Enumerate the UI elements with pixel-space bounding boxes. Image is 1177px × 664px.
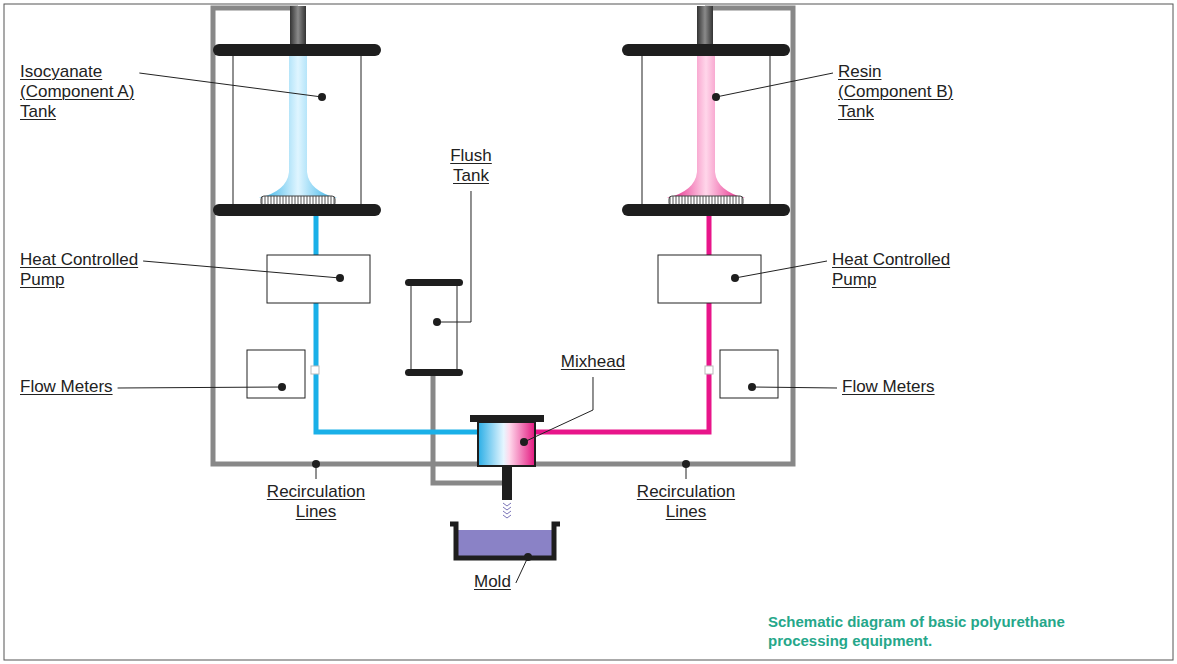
tank-pipe bbox=[697, 6, 713, 46]
part-label: Flush Tank bbox=[440, 146, 502, 186]
part-label: Heat Controlled Pump bbox=[832, 250, 972, 290]
resin-line bbox=[535, 215, 709, 432]
leader-dot bbox=[524, 553, 532, 561]
tank-body bbox=[233, 55, 361, 205]
leader-dot bbox=[336, 274, 344, 282]
leader-line bbox=[118, 387, 282, 388]
part-label: Resin (Component B) Tank bbox=[838, 62, 960, 122]
mixhead-cap bbox=[470, 415, 544, 422]
leader-line bbox=[716, 73, 833, 97]
leader-line bbox=[516, 557, 528, 583]
mold-fill bbox=[458, 530, 552, 556]
part-label: Mold bbox=[474, 572, 534, 592]
tank-pipe bbox=[290, 6, 306, 46]
recirculation-line bbox=[535, 8, 793, 464]
tank-plate bbox=[213, 44, 381, 56]
mixhead-body bbox=[478, 422, 535, 466]
flow-meter-box bbox=[720, 350, 778, 398]
tank-body bbox=[642, 55, 770, 205]
flow-meter-box bbox=[247, 350, 305, 398]
tank-plate bbox=[405, 279, 463, 286]
page-frame bbox=[4, 4, 1173, 660]
resin-stream bbox=[667, 55, 745, 198]
part-label: Recirculation Lines bbox=[246, 482, 386, 522]
nozzle bbox=[502, 466, 512, 500]
isocyanate-stream bbox=[259, 55, 337, 198]
isocyanate-line bbox=[316, 215, 478, 432]
spray bbox=[503, 503, 511, 518]
meter-tap bbox=[705, 366, 713, 374]
tank-plate bbox=[622, 204, 790, 216]
leader-dot bbox=[712, 93, 720, 101]
part-label: Recirculation Lines bbox=[616, 482, 756, 522]
leader-dot bbox=[520, 438, 528, 446]
part-label: Flow Meters bbox=[842, 377, 972, 397]
leader-dot bbox=[682, 460, 690, 468]
tank-plate bbox=[622, 44, 790, 56]
pump-box bbox=[267, 255, 370, 303]
leader-line bbox=[752, 387, 837, 388]
part-label: Isocyanate (Component A) Tank bbox=[20, 62, 142, 122]
part-label: Flow Meters bbox=[20, 377, 150, 397]
leader-dot bbox=[318, 93, 326, 101]
leader-dot bbox=[748, 383, 756, 391]
leader-line bbox=[437, 191, 471, 322]
leader-dot bbox=[312, 460, 320, 468]
leader-line bbox=[139, 73, 322, 97]
leader-dot bbox=[278, 383, 286, 391]
leader-line bbox=[735, 261, 827, 278]
recirculation-line bbox=[213, 8, 478, 464]
tank-plate bbox=[213, 204, 381, 216]
leader-line bbox=[143, 261, 340, 278]
flush-tank-body bbox=[411, 283, 457, 371]
figure-caption: Schematic diagram of basic polyurethane … bbox=[768, 612, 1140, 650]
leader-line bbox=[524, 377, 593, 442]
leader-dot bbox=[731, 274, 739, 282]
mold-body bbox=[450, 524, 560, 558]
leader-dot bbox=[433, 318, 441, 326]
tank-plate bbox=[405, 369, 463, 376]
meter-tap bbox=[311, 366, 319, 374]
part-label: Heat Controlled Pump bbox=[20, 250, 160, 290]
pump-box bbox=[658, 255, 761, 303]
part-label: Mixhead bbox=[553, 352, 633, 372]
